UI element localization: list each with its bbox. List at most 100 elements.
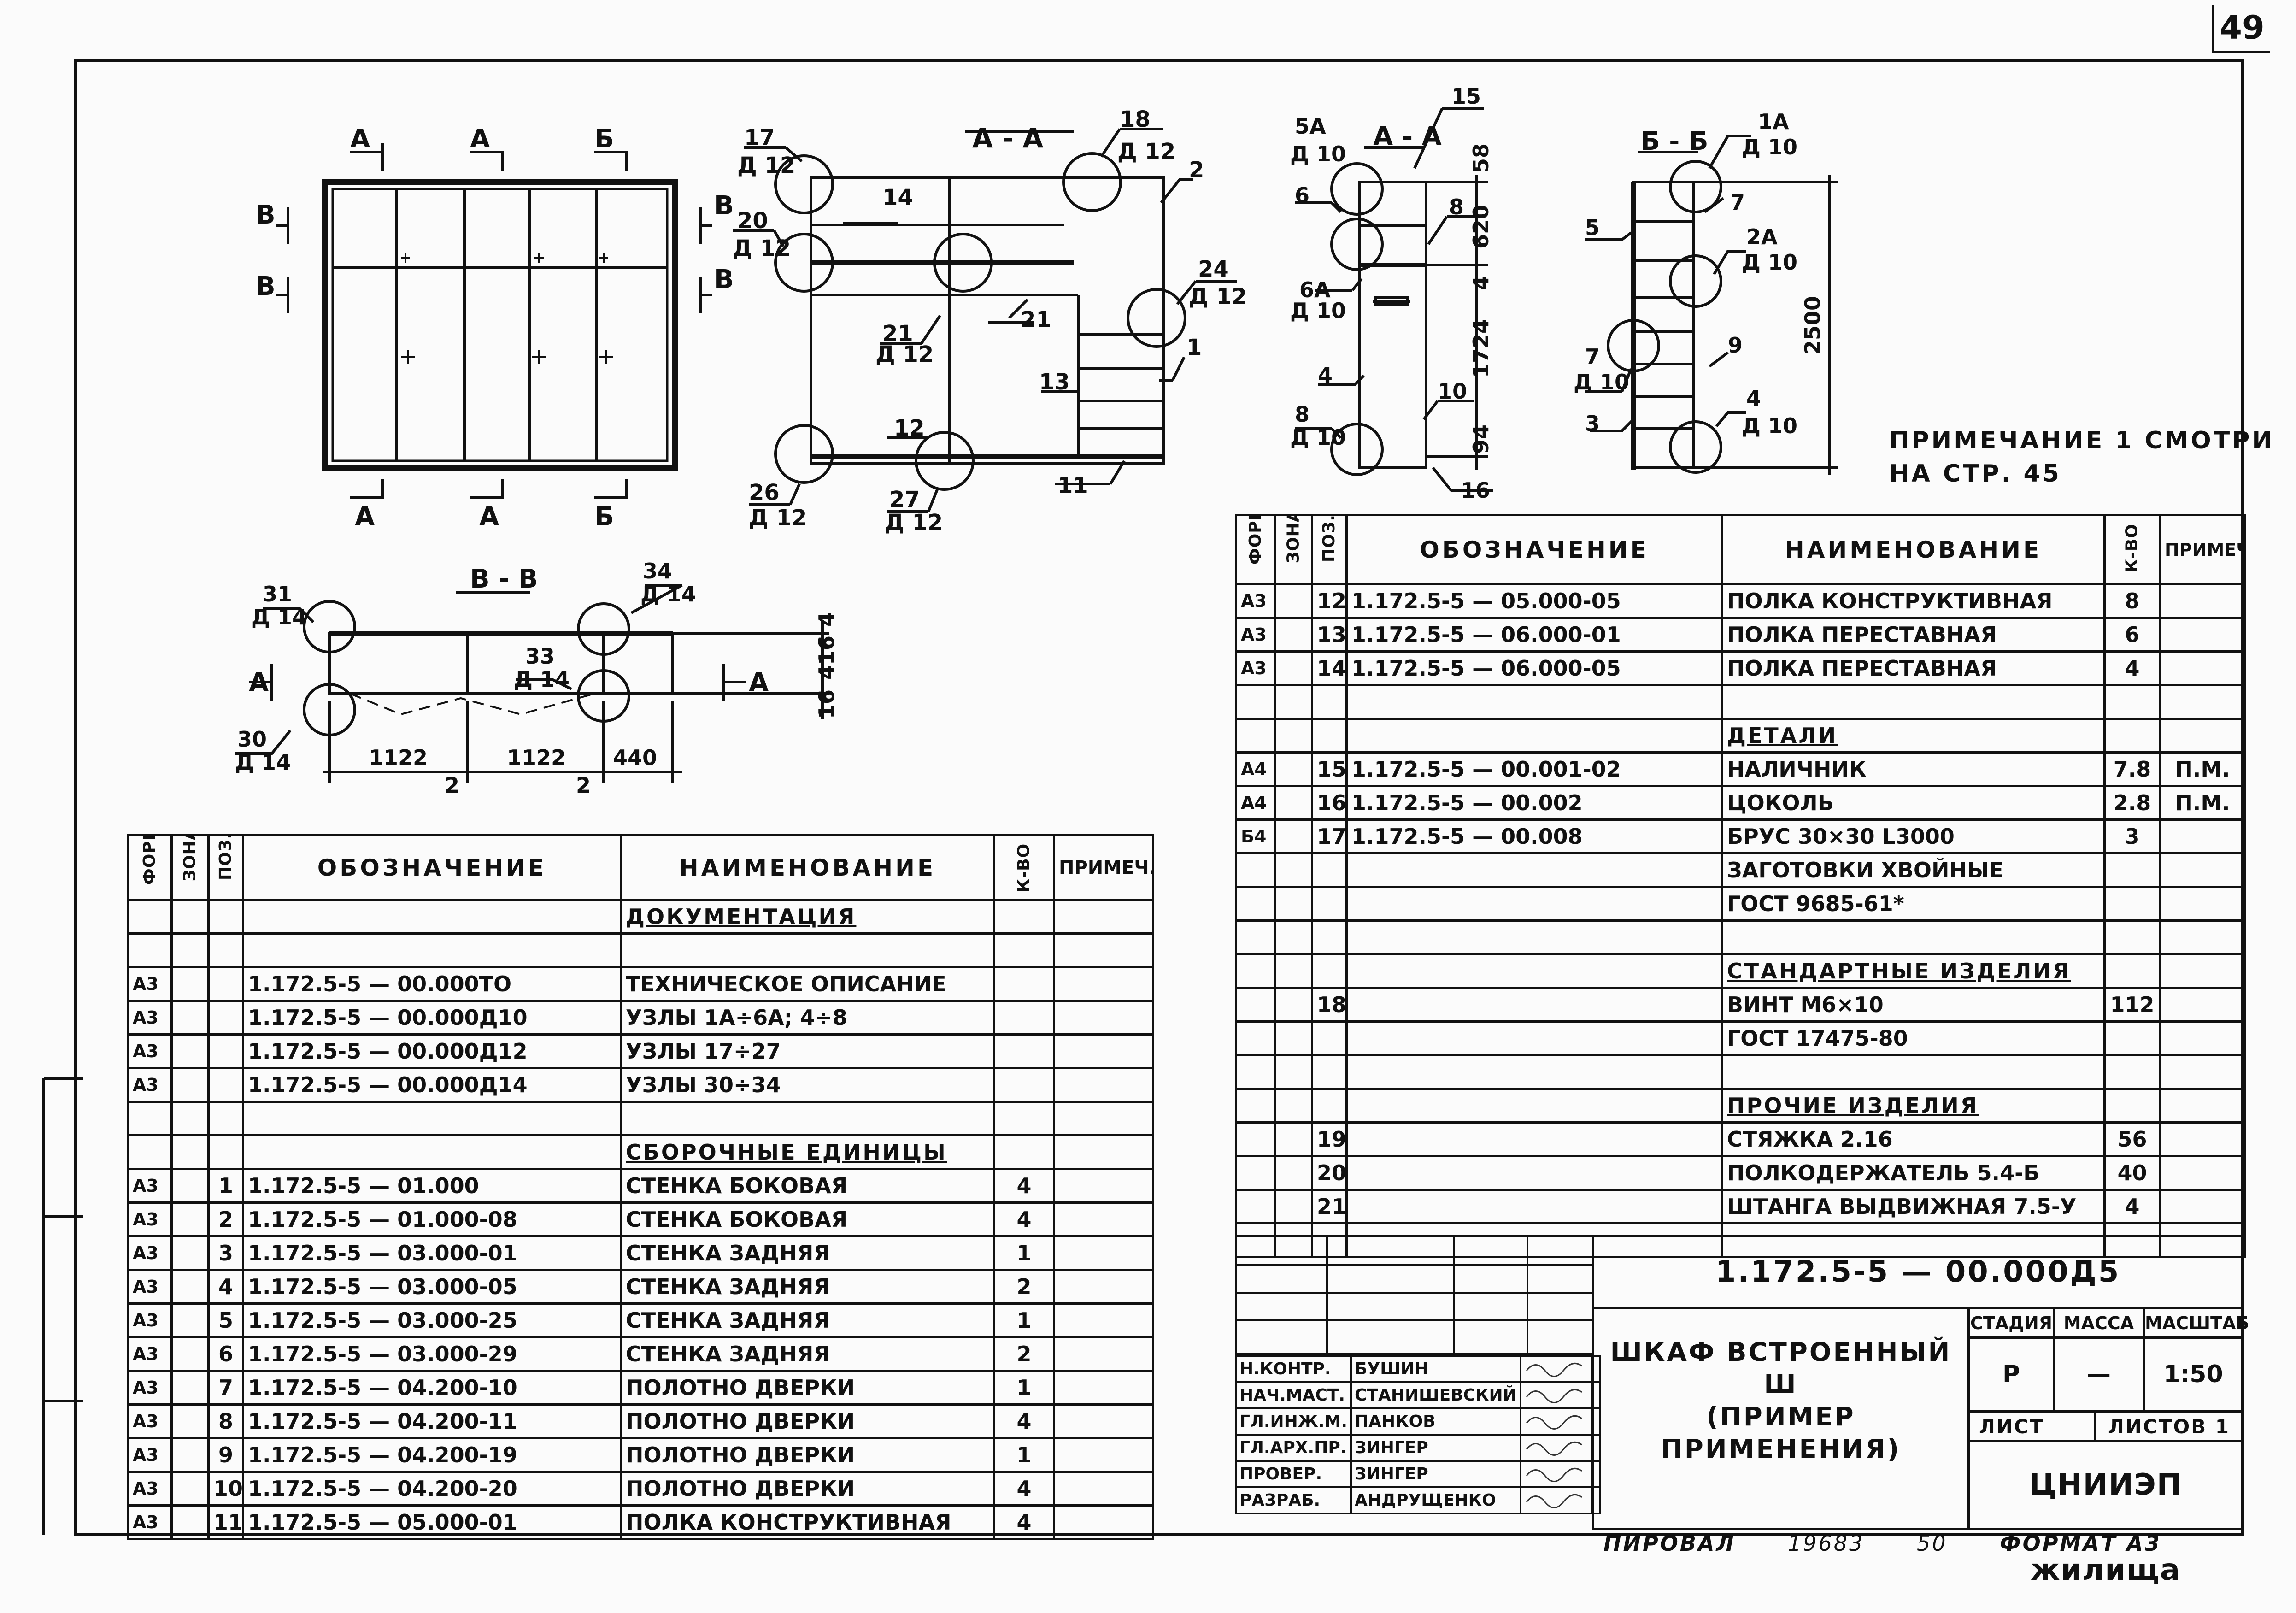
svg-text:Д 14: Д 14 bbox=[251, 605, 307, 630]
signature-name: АНДРУЩЕНКО bbox=[1350, 1486, 1521, 1514]
svg-text:4: 4 bbox=[1318, 363, 1333, 388]
svg-text:7: 7 bbox=[1585, 344, 1600, 369]
svg-text:Д 14: Д 14 bbox=[514, 667, 570, 692]
cell-qty: 4 bbox=[993, 1403, 1055, 1439]
drawing-note: ПРИМЕЧАНИЕ 1 СМОТРИ НА СТР. 45 bbox=[1889, 427, 2274, 488]
cell-designation bbox=[1345, 1189, 1723, 1224]
cell-pos bbox=[1311, 1222, 1348, 1258]
table-row: ДЕТАЛИ bbox=[1235, 718, 2246, 754]
cell-zone bbox=[1274, 953, 1313, 989]
spec-table-left: ФОРМАТ ЗОНА ПОЗ. ОБОЗНАЧЕНИЕ НАИМЕНОВАНИ… bbox=[127, 834, 1154, 1540]
cell-format: А3 bbox=[1235, 650, 1276, 686]
svg-text:Б: Б bbox=[594, 502, 614, 532]
svg-text:А: А bbox=[355, 502, 375, 532]
cell-name bbox=[1721, 1054, 2106, 1090]
svg-text:16: 16 bbox=[1461, 478, 1490, 503]
cell-note bbox=[2159, 852, 2246, 888]
svg-text:А: А bbox=[470, 124, 490, 154]
cell-pos bbox=[1311, 852, 1348, 888]
svg-text:8: 8 bbox=[1295, 402, 1309, 427]
signature-role: ГЛ.ИНЖ.М. bbox=[1234, 1407, 1352, 1436]
svg-text:2А: 2А bbox=[1746, 224, 1778, 249]
cell-qty bbox=[993, 966, 1055, 1002]
cell-qty bbox=[2103, 1222, 2161, 1258]
svg-text:9: 9 bbox=[1728, 333, 1743, 358]
svg-text:31: 31 bbox=[263, 582, 292, 606]
col-pos: ПОЗ. bbox=[1311, 514, 1348, 585]
svg-text:620: 620 bbox=[1468, 205, 1493, 249]
signature-mark bbox=[1519, 1460, 1593, 1488]
cell-qty bbox=[2103, 852, 2161, 888]
table-row bbox=[127, 1101, 1154, 1136]
signature-mark bbox=[1519, 1381, 1593, 1409]
cell-pos bbox=[207, 1067, 244, 1103]
cell-note bbox=[2159, 1054, 2246, 1090]
svg-text:440: 440 bbox=[613, 745, 657, 770]
cell-qty bbox=[2103, 886, 2161, 922]
cell-name: СТЕНКА ЗАДНЯЯ bbox=[620, 1235, 995, 1271]
svg-text:1: 1 bbox=[1186, 335, 1202, 360]
cell-zone bbox=[170, 1201, 210, 1237]
cell-name: ПОЛОТНО ДВЕРКИ bbox=[620, 1437, 995, 1473]
svg-text:А - А: А - А bbox=[972, 123, 1043, 154]
cell-pos: 19 bbox=[1311, 1121, 1348, 1157]
cell-designation bbox=[242, 1134, 622, 1170]
cell-pos bbox=[207, 1101, 244, 1136]
cell-format: А4 bbox=[1235, 785, 1276, 821]
cell-format: А3 bbox=[127, 1471, 173, 1507]
cell-name: НАЛИЧНИК bbox=[1721, 751, 2106, 787]
signature-role: РАЗРАБ. bbox=[1234, 1486, 1352, 1514]
cell-format: Б4 bbox=[1235, 818, 1276, 854]
cell-pos: 12 bbox=[1311, 583, 1348, 619]
cell-zone bbox=[1274, 785, 1313, 821]
svg-text:6А: 6А bbox=[1299, 277, 1331, 302]
cell-pos: 11 bbox=[207, 1504, 244, 1540]
signature-role: ГЛ.АРХ.ПР. bbox=[1234, 1434, 1352, 1462]
cell-qty bbox=[2103, 1020, 2161, 1056]
cell-zone bbox=[1274, 718, 1313, 754]
cell-name: ЦОКОЛЬ bbox=[1721, 785, 2106, 821]
cell-name: ДЕТАЛИ bbox=[1721, 718, 2106, 754]
cell-note bbox=[2159, 617, 2246, 653]
svg-text:21: 21 bbox=[882, 321, 913, 347]
cell-note bbox=[1053, 899, 1154, 935]
cell-zone bbox=[1274, 1155, 1313, 1191]
table-row: ЗАГОТОВКИ ХВОЙНЫЕ bbox=[1235, 852, 2246, 888]
svg-text:15: 15 bbox=[1451, 84, 1481, 109]
cell-designation: 1.172.5-5 — 01.000 bbox=[242, 1168, 622, 1204]
cell-format: А3 bbox=[127, 1437, 173, 1473]
cell-zone bbox=[170, 1067, 210, 1103]
table-row: ГОСТ 9685-61* bbox=[1235, 886, 2246, 922]
signature-name: БУШИН bbox=[1350, 1355, 1521, 1383]
cell-designation: 1.172.5-5 — 05.000-05 bbox=[1345, 583, 1723, 619]
table-row: СТАНДАРТНЫЕ ИЗДЕЛИЯ bbox=[1235, 953, 2246, 989]
cell-name: ПОЛКОДЕРЖАТЕЛЬ 5.4-Б bbox=[1721, 1155, 2106, 1191]
col-pos: ПОЗ. bbox=[207, 834, 244, 901]
cell-designation: 1.172.5-5 — 00.000ТО bbox=[242, 966, 622, 1002]
svg-text:33: 33 bbox=[525, 644, 555, 669]
cell-pos: 21 bbox=[1311, 1189, 1348, 1224]
svg-text:10: 10 bbox=[1438, 379, 1467, 404]
table-row: ГОСТ 17475-80 bbox=[1235, 1020, 2246, 1056]
cell-zone bbox=[170, 1168, 210, 1204]
cell-designation: 1.172.5-5 — 04.200-11 bbox=[242, 1403, 622, 1439]
svg-text:В: В bbox=[256, 200, 276, 230]
cell-zone bbox=[1274, 751, 1313, 787]
cell-note bbox=[2159, 1222, 2246, 1258]
svg-text:34: 34 bbox=[643, 559, 672, 583]
cell-designation: 1.172.5-5 — 04.200-10 bbox=[242, 1370, 622, 1406]
section-a-a-large bbox=[733, 128, 1237, 513]
signature-row: ГЛ.АРХ.ПР.ЗИНГЕР bbox=[1234, 1434, 1601, 1462]
cell-name: СТЯЖКА 2.16 bbox=[1721, 1121, 2106, 1157]
cell-zone bbox=[170, 1403, 210, 1439]
cell-pos: 5 bbox=[207, 1302, 244, 1338]
cell-pos: 3 bbox=[207, 1235, 244, 1271]
cell-name: ГОСТ 17475-80 bbox=[1721, 1020, 2106, 1056]
col-format: ФОРМАТ bbox=[127, 834, 173, 901]
